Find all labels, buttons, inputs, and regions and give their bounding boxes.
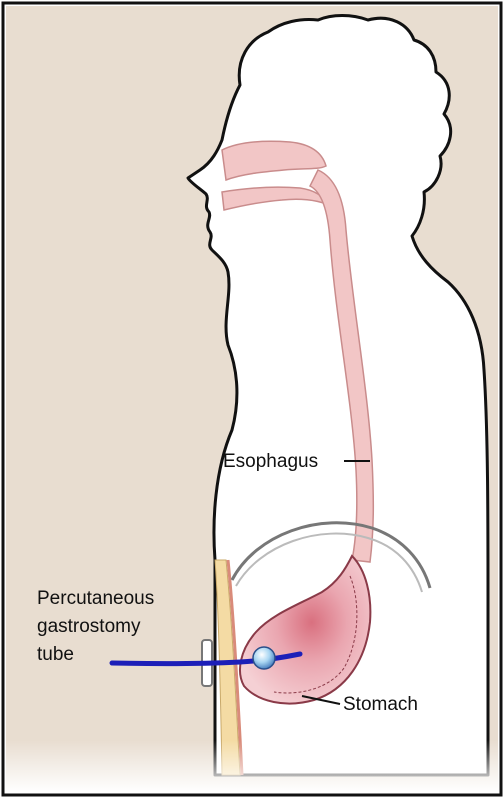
tube-label-line3: tube [37,644,74,665]
stomach-label: Stomach [343,694,418,715]
esophagus-label: Esophagus [223,451,318,472]
bottom-fade [6,740,498,792]
tube-label-line2: gastrostomy [37,616,141,637]
internal-balloon [253,647,275,669]
tube-label-line1: Percutaneous [37,588,154,609]
